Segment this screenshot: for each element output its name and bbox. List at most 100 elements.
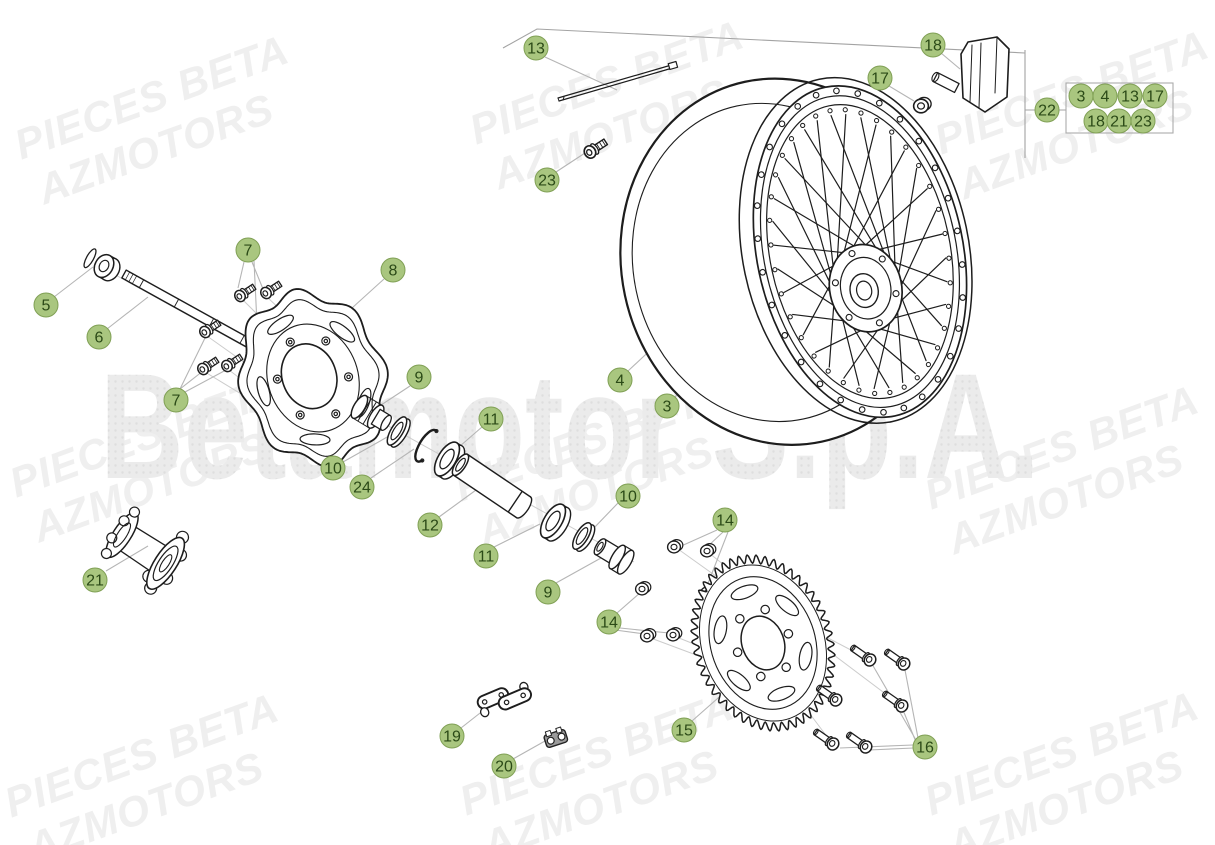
sprocket-nut	[665, 626, 683, 642]
rim-hole	[816, 380, 824, 388]
spoke-line	[830, 115, 892, 271]
callout-3: 3	[654, 393, 680, 419]
spoke-nipple	[945, 303, 952, 309]
callout-circle	[417, 512, 443, 538]
disc-bolt-hole-inner	[323, 338, 329, 344]
callout-11: 11	[473, 543, 499, 569]
rim-hole	[958, 261, 966, 268]
callout-16: 16	[912, 734, 938, 760]
rim-hole	[778, 120, 786, 128]
rim-hole	[875, 99, 883, 107]
callout-circle	[1142, 83, 1168, 109]
callout-number: 19	[443, 729, 461, 746]
spoke-nipple	[813, 113, 819, 119]
sprocket-bolt-hole	[756, 671, 766, 682]
callout-circle	[1117, 83, 1143, 109]
spoke-nipple	[934, 345, 941, 351]
callout-circle	[33, 292, 59, 318]
wheel-hub-ring	[839, 256, 892, 320]
hub-lugs	[831, 250, 900, 327]
callout-circle	[596, 609, 622, 635]
callout-15: 15	[671, 717, 697, 743]
callout-11: 11	[478, 406, 504, 432]
callout-number: 17	[871, 71, 889, 88]
callout-number: 5	[42, 298, 51, 315]
sprocket-bolt-hole	[735, 613, 745, 624]
callout-circle	[1130, 108, 1156, 134]
callout-circle	[473, 543, 499, 569]
callout-circle	[439, 723, 465, 749]
spoke-line	[784, 158, 875, 255]
rim-edge	[759, 95, 961, 409]
disc-bolt	[231, 281, 259, 305]
callout-6: 6	[86, 324, 112, 350]
nut-17	[912, 96, 932, 114]
sprocket-slot	[713, 615, 728, 645]
disc-bolt-hole-inner	[297, 412, 303, 418]
callout-23: 23	[534, 167, 560, 193]
callout-circle	[320, 455, 346, 481]
spacer-right	[593, 538, 635, 575]
callout-number: 13	[1121, 89, 1139, 106]
seal-ring	[571, 522, 596, 552]
spoke-line	[835, 114, 847, 277]
disc-slot	[329, 321, 356, 343]
wheel-hub-hole	[855, 280, 873, 301]
spoke-nipple	[767, 217, 773, 223]
callout-20: 20	[491, 753, 517, 779]
rim-hole	[766, 143, 773, 151]
callout-circle	[867, 65, 893, 91]
wheel-hub-part	[100, 506, 190, 595]
sprocket-bolt-hole	[760, 604, 770, 615]
sprocket-bolt	[843, 728, 875, 757]
axle-nut	[83, 248, 121, 282]
callout-18: 18	[1083, 108, 1109, 134]
spoke-line	[840, 124, 877, 266]
callout-number: 21	[1110, 114, 1128, 131]
callout-number: 17	[1146, 89, 1164, 106]
callout-21: 21	[1106, 108, 1132, 134]
callout-circle	[235, 237, 261, 263]
spoke-nipple	[856, 387, 862, 393]
tire-bead	[738, 76, 973, 424]
spoke-nipple	[946, 255, 952, 261]
rim-hole	[753, 202, 761, 209]
callout-9: 9	[535, 579, 561, 605]
sprocket-slot	[775, 594, 800, 617]
sprocket-slot	[726, 669, 751, 692]
rim-hole	[759, 268, 766, 276]
rim-hole	[953, 227, 961, 235]
callout-12: 12	[417, 512, 443, 538]
disc-slot	[299, 433, 331, 446]
disc-bolt-hole	[285, 337, 295, 347]
callout-number: 9	[415, 370, 424, 387]
callout-number: 12	[421, 518, 439, 535]
callout-13: 13	[523, 35, 549, 61]
spoke-nipple	[903, 144, 909, 150]
sprocket-bolt-hole	[781, 662, 791, 673]
circlip	[414, 428, 439, 463]
disc-bolt-hole-inner	[333, 411, 339, 417]
callout-circle	[86, 324, 112, 350]
callout-number: 3	[1077, 89, 1086, 106]
spoke-line	[847, 150, 905, 257]
callout-circle	[1034, 97, 1060, 123]
rim-hole	[896, 115, 904, 123]
spoke-nipple	[788, 136, 795, 142]
hub-bolt-hole	[892, 290, 900, 298]
callout-4: 4	[1092, 83, 1118, 109]
callout-circle	[82, 567, 108, 593]
sprocket-bolt	[847, 641, 879, 670]
spoke-nipple	[935, 206, 942, 212]
rim-hole	[757, 171, 765, 178]
spoke-nipple	[889, 129, 895, 135]
disc-bolt-hole-inner	[275, 376, 280, 382]
callout-number: 9	[544, 585, 553, 602]
callout-14: 14	[712, 507, 738, 533]
callout-circle	[535, 579, 561, 605]
spoke-nipple	[842, 107, 848, 113]
callout-18: 18	[920, 32, 946, 58]
callout-10: 10	[615, 483, 641, 509]
master-link	[543, 726, 569, 749]
